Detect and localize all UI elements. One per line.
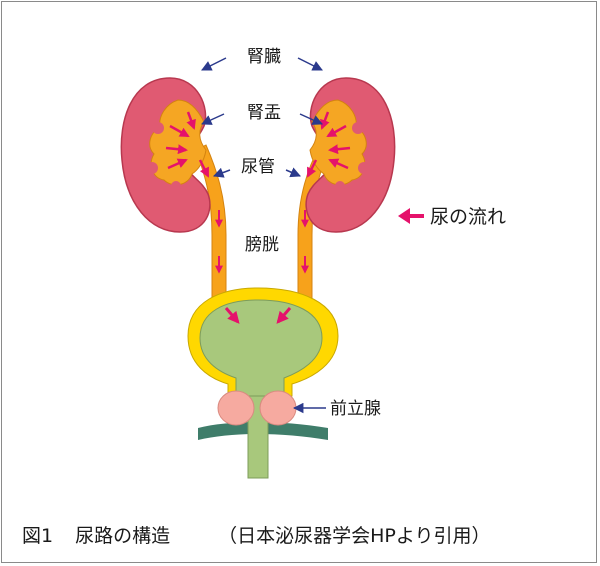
figure-number: 図1: [22, 525, 54, 547]
prostate-label: 前立腺: [330, 399, 381, 419]
bladder: [199, 299, 323, 397]
flow-arrows-right-kidney: [306, 111, 351, 178]
figure-title: 尿路の構造: [75, 525, 171, 547]
flow-arrows-left-kidney: [165, 111, 210, 178]
kidney-label: 腎臓: [247, 47, 281, 67]
prostate-right-lobe: [259, 390, 297, 426]
flow-arrows-ureters: [215, 210, 309, 274]
pointer-arrows: [201, 57, 326, 414]
figure-source: （日本泌尿器学会HPより引用）: [218, 525, 491, 547]
flow-arrows-bladder: [224, 307, 292, 324]
ureter-label: 尿管: [241, 157, 275, 177]
bladder-label: 膀胱: [245, 235, 279, 255]
urine-flow-label: 尿の流れ: [430, 206, 506, 228]
prostate-left-lobe: [217, 390, 255, 426]
urine-flow-arrow-icon: [398, 208, 424, 224]
figure-caption: 図1 尿路の構造 （日本泌尿器学会HPより引用）: [22, 521, 490, 548]
renal-pelvis-label: 腎盂: [247, 103, 281, 123]
